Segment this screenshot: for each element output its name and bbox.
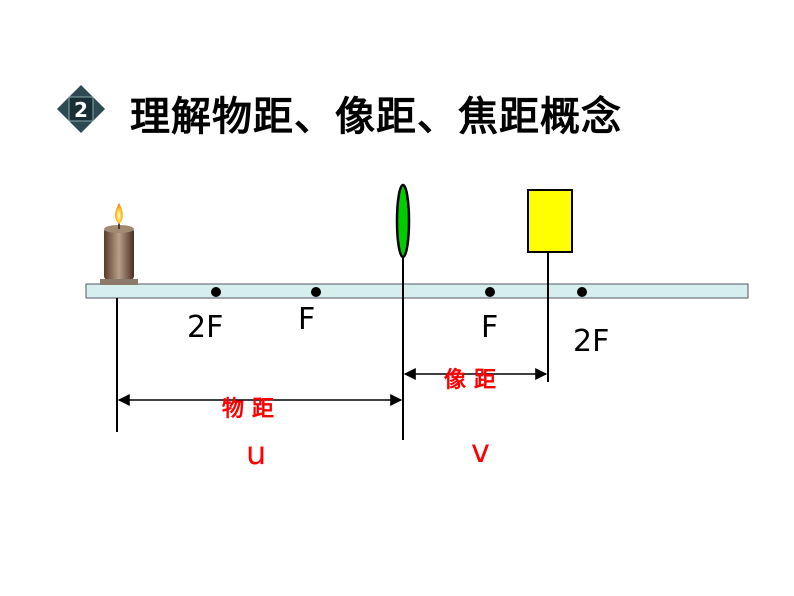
image-screen (527, 189, 573, 382)
number-badge-icon: 2 (56, 84, 106, 134)
convex-lens (395, 183, 411, 440)
badge-number: 2 (74, 98, 88, 122)
candle-icon (100, 203, 138, 285)
label-right-f: F (481, 310, 499, 345)
image-distance-symbol: v (471, 432, 490, 470)
point-left-f (311, 287, 321, 297)
label-right-2f: 2F (573, 324, 610, 359)
point-right-2f (577, 287, 587, 297)
point-right-f (485, 287, 495, 297)
label-left-f: F (298, 302, 316, 337)
object-distance-label: 物距 (222, 397, 283, 422)
point-left-2f (211, 287, 221, 297)
label-left-2f: 2F (187, 310, 224, 345)
object-distance-symbol: u (246, 434, 267, 472)
page-title: 理解物距、像距、焦距概念 (130, 94, 622, 140)
image-distance-label: 像距 (444, 368, 505, 393)
optical-axis (85, 283, 749, 299)
